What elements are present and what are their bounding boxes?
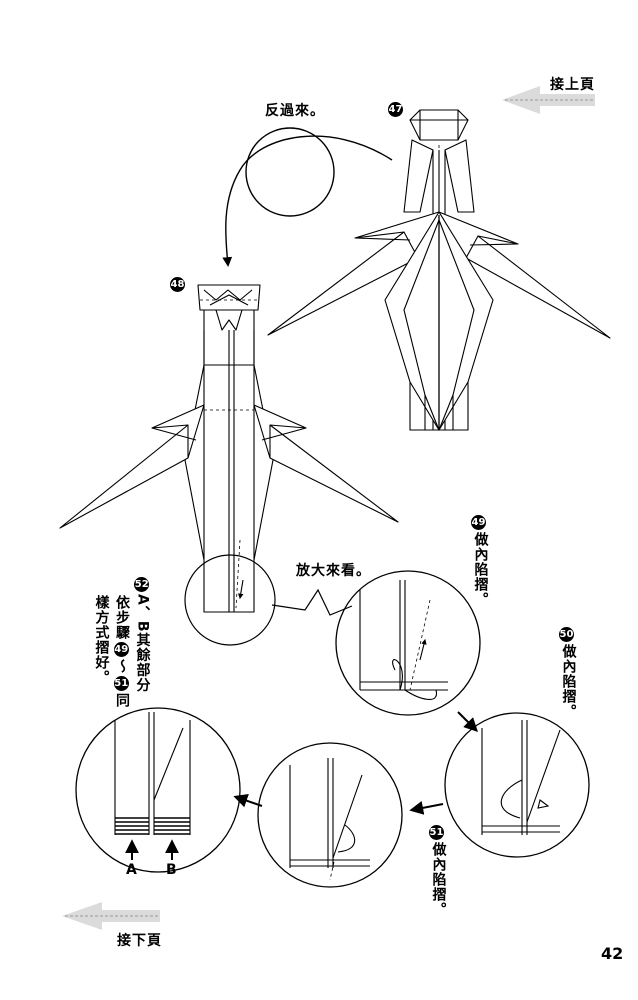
step-50-number: 50 (559, 627, 574, 642)
step-52-number: 52 (134, 577, 150, 592)
step-51-text: 做內陷摺。 (430, 842, 447, 917)
step-51-instruction: 51 做內陷摺。 (429, 825, 447, 917)
step-50-text: 做內陷摺。 (560, 644, 577, 719)
step-49-number: 49 (471, 515, 486, 530)
step-50-instruction: 50 做內陷摺。 (559, 627, 577, 719)
flip-over-label: 反過來。 (265, 103, 325, 119)
step-52-ref-51: 51 (113, 676, 129, 691)
arrow-49-to-50 (457, 711, 478, 732)
part-a-label: A (126, 862, 137, 878)
step-47-number: 47 (388, 102, 403, 117)
zoom-source-circle (184, 554, 276, 646)
zoom-in-label: 放大來看。 (296, 563, 371, 579)
step-52-line2b: ～ (114, 659, 130, 674)
zoom-connector (271, 588, 353, 616)
next-page-label[interactable]: 接下頁 (117, 933, 162, 949)
step-52-col3: 樣方式摺好。 (92, 577, 110, 708)
step-48-number: 48 (170, 277, 185, 292)
step-51-number: 51 (429, 825, 444, 840)
step47-figure (267, 109, 611, 431)
step-52-line1: A、B其餘部分 (134, 594, 151, 693)
step51-figure (257, 742, 403, 888)
prev-page-arrow (502, 86, 595, 114)
step-52-ref-49: 49 (113, 642, 129, 657)
page-number: 42 (601, 944, 624, 963)
arrow-51-to-52 (233, 794, 263, 808)
step49-figure (335, 570, 481, 716)
flip-over-arrow (222, 127, 393, 267)
step48-figure (59, 284, 399, 613)
step-52-line2a: 依步驟 (114, 595, 130, 640)
step50-figure (444, 712, 590, 858)
step-52-col1: 52 A、B其餘部分 (133, 577, 151, 708)
step-49-text: 做內陷摺。 (472, 532, 489, 607)
step52-figure (75, 707, 241, 873)
step-52-line3: 樣方式摺好。 (93, 595, 110, 685)
prev-page-label[interactable]: 接上頁 (550, 77, 595, 93)
step-52-col2: 依步驟 49 ～ 51 同 (113, 577, 130, 708)
next-page-arrow (62, 902, 160, 930)
step-52-instruction: 52 A、B其餘部分 依步驟 49 ～ 51 同 樣方式摺好。 (92, 577, 151, 708)
arrow-50-to-51 (409, 800, 444, 815)
step-52-line2c: 同 (114, 693, 130, 708)
part-b-label: B (166, 862, 177, 878)
step-49-instruction: 49 做內陷摺。 (471, 515, 489, 607)
